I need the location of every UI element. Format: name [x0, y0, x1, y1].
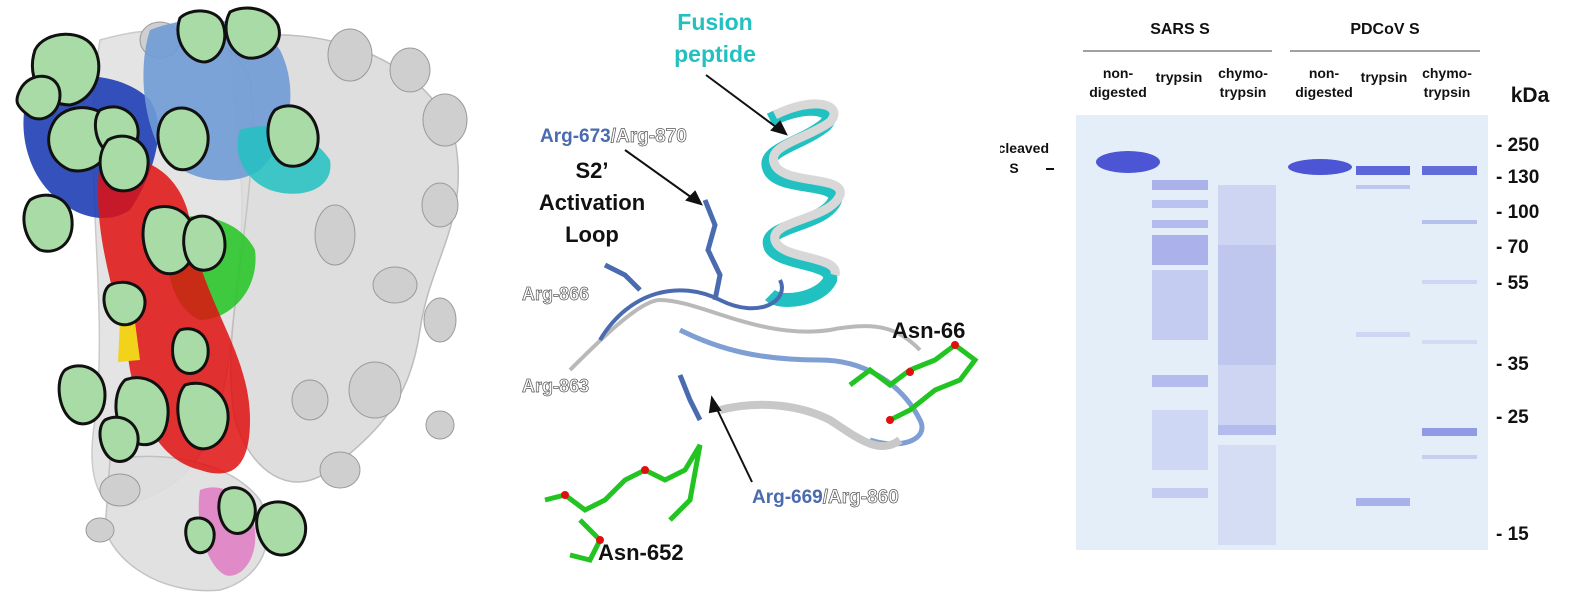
lane3-label-a: chymo- — [1218, 65, 1268, 81]
marker-130: - 130 — [1496, 167, 1539, 188]
fusion-peptide-label-line2: peptide — [674, 41, 756, 67]
lane-sars-chymotrypsin — [1218, 185, 1276, 545]
yellow-segment — [118, 320, 140, 362]
activation-loop-ribbons — [568, 279, 925, 451]
lane6-label-b: trypsin — [1424, 84, 1471, 100]
lane-pdcov-chymotrypsin — [1422, 166, 1477, 459]
marker-100: - 100 — [1496, 202, 1539, 223]
gray-density-blobs — [85, 21, 468, 543]
kda-unit-label: kDa — [1511, 84, 1550, 107]
marker-55: - 55 — [1496, 273, 1529, 294]
asn652-label: Asn-652 — [598, 540, 684, 565]
group-sars-s: SARS S — [1150, 21, 1210, 38]
lane1-label-b: digested — [1089, 84, 1147, 100]
marker-15: - 15 — [1496, 524, 1529, 545]
annotation-arrows — [624, 74, 788, 483]
gel-figure: SARS S PDCoV S non- digested trypsin chy… — [1000, 21, 1550, 550]
sds-page-gel-panel: SARS S PDCoV S non- digested trypsin chy… — [1000, 0, 1574, 600]
marker-70: - 70 — [1496, 237, 1529, 258]
lane4-label-b: digested — [1295, 84, 1353, 100]
glycan-sticks — [544, 341, 979, 563]
s2-activation-closeup: Fusion peptide Arg-673/Arg-870 S2’ Activ… — [500, 0, 1000, 600]
glycan-densities — [15, 6, 320, 557]
lane4-label-a: non- — [1309, 65, 1340, 81]
arg673-label: Arg-673/Arg-870 — [540, 126, 687, 147]
band-sars-uncleaved — [1096, 151, 1160, 173]
lane2-label: trypsin — [1156, 69, 1203, 85]
fusion-peptide-label-line1: Fusion — [677, 9, 752, 35]
lane3-label-b: trypsin — [1220, 84, 1267, 100]
glycan-oxygen-atoms — [561, 341, 959, 544]
s2-loop-label-line2: Activation — [539, 190, 645, 215]
fusion-peptide-helix — [761, 99, 845, 307]
marker-35: - 35 — [1496, 354, 1529, 375]
uncleaved-label-line1: Uncleaved — [1000, 140, 1049, 156]
lane-pdcov-trypsin — [1356, 166, 1410, 506]
arg866-label: Arg-866 — [522, 284, 589, 304]
asn66-label: Asn-66 — [892, 318, 965, 343]
lane5-label: trypsin — [1361, 69, 1408, 85]
marker-250: - 250 — [1496, 135, 1539, 156]
arg669-label: Arg-669/Arg-860 — [752, 487, 899, 508]
uncleaved-label-line2: S — [1009, 160, 1018, 176]
lane1-label-a: non- — [1103, 65, 1134, 81]
arginine-sidechains — [603, 199, 723, 422]
s2-loop-label-line3: Loop — [565, 222, 619, 247]
marker-25: - 25 — [1496, 407, 1529, 428]
lane6-label-a: chymo- — [1422, 65, 1472, 81]
trimer-illustration — [15, 6, 468, 592]
spike-trimer-structure — [0, 0, 500, 600]
s2-loop-label-line1: S2’ — [575, 158, 608, 183]
group-pdcov-s: PDCoV S — [1350, 21, 1420, 38]
closeup-illustration: Fusion peptide Arg-673/Arg-870 S2’ Activ… — [522, 9, 979, 565]
gel-background — [1076, 115, 1488, 550]
arg863-label: Arg-863 — [522, 376, 589, 396]
lane-sars-trypsin — [1152, 180, 1208, 498]
band-pdcov-uncleaved — [1288, 159, 1352, 175]
